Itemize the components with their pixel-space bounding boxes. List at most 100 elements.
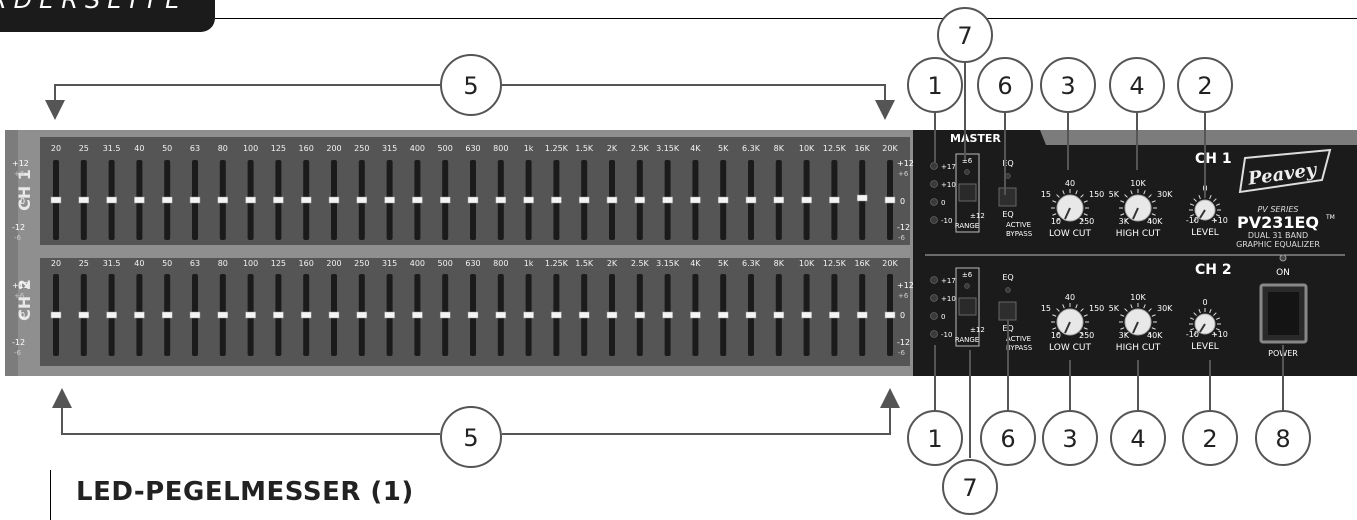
ch2-high-cut-scale-right: 30K [1157,304,1173,313]
ch1-eq-label: EQ [1002,159,1013,168]
ch2-slider-knob[interactable] [523,311,534,319]
ch2-slider-knob[interactable] [467,311,479,319]
header-tab: RDERSEITE [0,0,215,32]
ch1-eq-bypass-button[interactable] [998,187,1017,207]
ch2-high-cut-tick [1120,327,1125,330]
ch1-slider-knob[interactable] [856,194,868,202]
ch2-slider-knob[interactable] [189,311,201,319]
ch1-meter-label: +10 [941,181,956,189]
ch1-level-tick [1213,198,1217,202]
ch2-slider-knob[interactable] [356,311,368,319]
ch1-slider-knob[interactable] [551,196,562,204]
ch1-slider-knob[interactable] [106,196,117,204]
ch1-slider-knob[interactable] [78,196,90,204]
ch2-low-cut-tick [1083,327,1088,330]
callout-1-top-number: 1 [927,72,942,100]
ch2-slider-knob[interactable] [745,311,757,319]
callout-5-top: 5 [440,54,502,116]
ch2-eq-bypass-button[interactable] [998,301,1017,321]
ch1-slider-knob[interactable] [717,196,729,204]
callout-3-bottom: 3 [1042,410,1098,466]
ch2-range-button[interactable] [958,297,977,316]
ch2-low-cut-tick [1056,332,1060,336]
ch2-slider-knob[interactable] [273,311,284,319]
ch2-slider-knob[interactable] [578,311,590,319]
ch2-slider-knob[interactable] [495,311,507,319]
ch2-slider-knob[interactable] [78,311,90,319]
ch1-slider-knob[interactable] [523,196,534,204]
ch1-slider-knob[interactable] [745,196,757,204]
ch1-slider-knob[interactable] [245,196,256,204]
ch2-slider-knob[interactable] [217,311,229,319]
ch1-freq-label: 125 [271,144,286,153]
ch1-slider-knob[interactable] [773,196,785,204]
ch2-slider-knob[interactable] [439,311,451,319]
ch2-slider-knob[interactable] [328,311,340,319]
ch1-slider-knob[interactable] [829,196,840,204]
ch1-meter-led [930,216,938,224]
ch2-slider-knob[interactable] [134,311,145,319]
ch1-slider-knob[interactable] [50,196,62,204]
ch1-active-label: ACTIVE [1006,221,1031,229]
ch1-slider-knob[interactable] [495,196,507,204]
ch1-slider-knob[interactable] [801,196,812,204]
ch2-side-label: CH 2 [15,279,34,321]
ch1-freq-label: 20K [882,144,898,153]
ch1-slider-knob[interactable] [662,196,673,204]
ch2-low-cut-scale-br: 250 [1079,331,1094,340]
ch2-slider-knob[interactable] [884,311,896,319]
ch2-level-scale-bl: -10 [1186,330,1199,339]
ch1-slider-knob[interactable] [273,196,284,204]
ch2-slider-knob[interactable] [717,311,729,319]
ch1-slider-knob[interactable] [134,196,145,204]
ch2-scale-zero-right: 0 [900,311,905,320]
ch2-slider-knob[interactable] [50,311,62,319]
ch2-slider-knob[interactable] [634,311,646,319]
ch2-slider-knob[interactable] [773,311,785,319]
ch1-slider-knob[interactable] [189,196,201,204]
ch2-slider-knob[interactable] [551,311,562,319]
ch1-slider-knob[interactable] [690,196,701,204]
ch2-slider-knob[interactable] [245,311,256,319]
ch1-slider-knob[interactable] [439,196,451,204]
ch2-scale-top-small-left: +6 [14,292,25,300]
ch1-slider-knob[interactable] [356,196,368,204]
ch1-slider-knob[interactable] [634,196,646,204]
ch2-slider-knob[interactable] [412,311,423,319]
ch1-slider-knob[interactable] [328,196,340,204]
ch1-high-cut-scale-bl: 3K [1119,217,1130,226]
ch2-freq-label: 4K [690,259,701,268]
ch2-scale-top-small-right: +6 [898,292,909,300]
ch1-freq-label: 2.5K [631,144,650,153]
ch2-slider-knob[interactable] [606,311,618,319]
ch1-freq-label: 5K [718,144,729,153]
callout-3-top-number: 3 [1060,72,1075,100]
ch2-slider-knob[interactable] [856,311,868,319]
ch2-slider-knob[interactable] [106,311,117,319]
ch1-slider-knob[interactable] [384,196,395,204]
ch1-slider-knob[interactable] [467,196,479,204]
ch2-level-tick [1215,317,1220,320]
ch1-range-button[interactable] [958,183,977,202]
ch2-slider-knob[interactable] [801,311,812,319]
ch1-slider-knob[interactable] [412,196,423,204]
ch2-slider-knob[interactable] [300,311,312,319]
ch1-side-label: CH 1 [15,169,34,211]
ch2-slider-knob[interactable] [384,311,395,319]
ch1-slider-knob[interactable] [161,196,173,204]
ch1-freq-label: 80 [218,144,228,153]
ch1-level-scale-bl: -10 [1186,216,1199,225]
ch1-slider-knob[interactable] [217,196,229,204]
ch2-slider-knob[interactable] [662,311,673,319]
ch1-high-cut-tick [1120,213,1125,216]
ch2-slider-knob[interactable] [829,311,840,319]
ch2-slider-knob[interactable] [690,311,701,319]
ch1-slider-knob[interactable] [606,196,618,204]
ch1-slider-knob[interactable] [300,196,312,204]
callout-1-top: 1 [907,57,963,113]
ch1-high-cut-tick [1148,218,1152,222]
ch2-slider-knob[interactable] [161,311,173,319]
ch1-slider-knob[interactable] [884,196,896,204]
ch1-slider-knob[interactable] [578,196,590,204]
